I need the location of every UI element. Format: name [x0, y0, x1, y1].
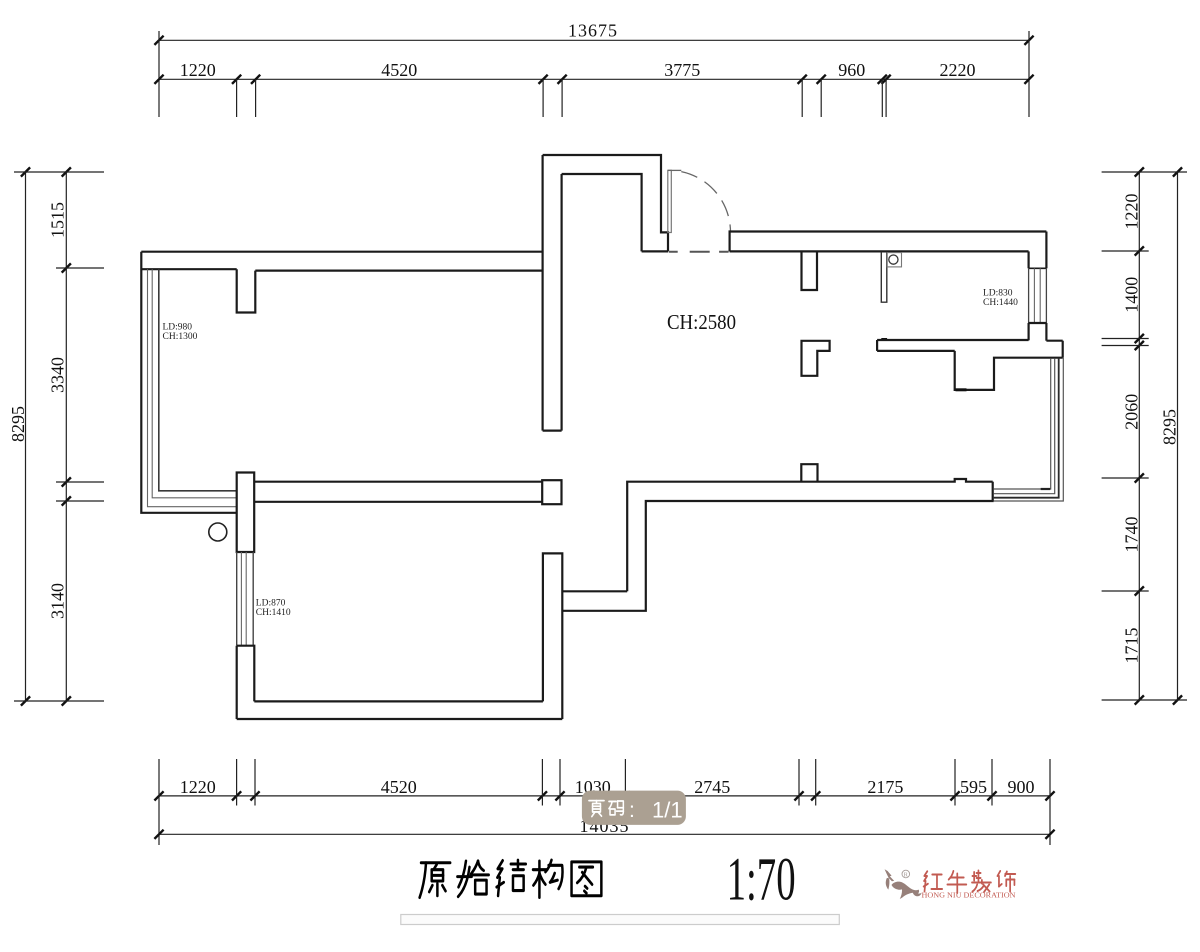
svg-text:CH:2580: CH:2580: [667, 310, 736, 334]
svg-text:3340: 3340: [48, 357, 68, 393]
svg-text:2060: 2060: [1122, 394, 1142, 430]
svg-text:R: R: [904, 871, 909, 878]
svg-text:HONG NIU DECORATION: HONG NIU DECORATION: [922, 892, 1016, 899]
svg-text:4520: 4520: [381, 60, 417, 80]
svg-text:CH:1440: CH:1440: [983, 298, 1018, 308]
svg-text::: :: [629, 799, 635, 822]
svg-text:LD:870: LD:870: [256, 599, 286, 609]
svg-text:595: 595: [960, 777, 987, 797]
svg-text:900: 900: [1008, 777, 1035, 797]
svg-text:1515: 1515: [48, 202, 68, 238]
svg-text:CH:1300: CH:1300: [163, 332, 198, 342]
svg-text:1400: 1400: [1122, 277, 1142, 313]
svg-text:1715: 1715: [1122, 628, 1142, 664]
svg-text:4520: 4520: [381, 777, 417, 797]
svg-text:1220: 1220: [180, 60, 216, 80]
svg-text:LD:830: LD:830: [983, 289, 1013, 299]
svg-text:2175: 2175: [867, 777, 903, 797]
svg-text:2220: 2220: [940, 60, 976, 80]
svg-text:2745: 2745: [694, 777, 730, 797]
svg-text:1/1: 1/1: [652, 798, 683, 823]
svg-text:8295: 8295: [1160, 409, 1180, 445]
svg-text:1:70: 1:70: [727, 847, 796, 914]
svg-text:LD:980: LD:980: [163, 323, 193, 333]
svg-text:1740: 1740: [1122, 517, 1142, 553]
svg-text:13675: 13675: [568, 21, 618, 41]
svg-text:CH:1410: CH:1410: [256, 608, 291, 618]
svg-text:960: 960: [838, 60, 865, 80]
svg-text:1220: 1220: [1122, 194, 1142, 230]
svg-text:3775: 3775: [664, 60, 700, 80]
svg-text:1220: 1220: [180, 777, 216, 797]
svg-text:8295: 8295: [8, 406, 28, 442]
svg-text:3140: 3140: [48, 583, 68, 619]
